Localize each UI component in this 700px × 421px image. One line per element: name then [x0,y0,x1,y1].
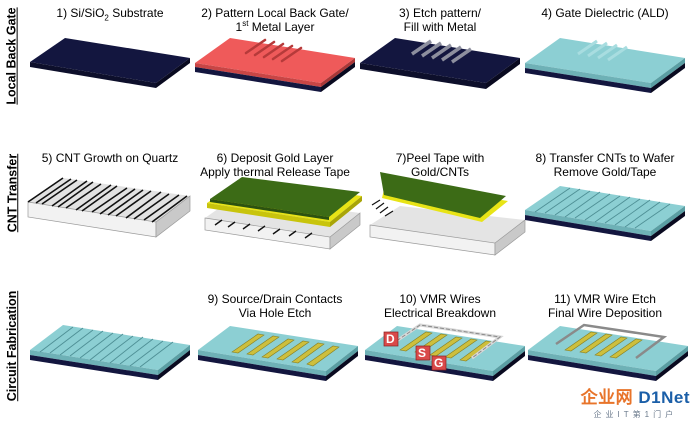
step-caption-3: 3) Etch pattern/Fill with Metal [355,6,525,34]
terminal-s-badge [415,345,431,361]
slab-source-drain [198,326,358,381]
step-caption-line: 6) Deposit Gold Layer [216,151,334,165]
step-caption-line: Apply thermal Release Tape [200,165,350,179]
step-caption-5: 5) CNT Growth on Quartz [25,151,195,165]
step-caption-2: 2) Pattern Local Back Gate/1st Metal Lay… [190,6,360,34]
terminal-label-d: D [386,332,395,346]
step-caption-line: Remove Gold/Tape [553,165,657,179]
step-caption-line: 10) VMR Wires [399,292,481,306]
slab-back-gate-pattern [195,38,355,92]
slab-peel-tape [369,172,526,256]
slab-cnt-quartz [27,177,191,238]
step-caption-line: Final Wire Deposition [547,306,663,320]
slab-circuit-wafer [30,325,190,380]
step-caption-line: 4) Gate Dielectric (ALD) [541,6,669,20]
terminal-g-badge [431,355,447,371]
step-caption-line: Electrical Breakdown [383,306,497,320]
slab-gold-tape [204,177,362,250]
terminal-label-s: S [418,346,426,360]
terminal-label-g: G [434,356,443,370]
step-caption-line: Gold/CNTs [410,165,469,179]
watermark: 企业网 D1Net 企业IT第1门户 [580,388,690,419]
step-caption-line: 1) Si/SiO2 Substrate [56,6,164,23]
slab-cnt-on-wafer [525,186,685,241]
slab-gate-dielectric [525,38,685,93]
step-caption-line: 1st Metal Layer [235,19,315,35]
slab-si-substrate [30,38,190,88]
step-caption-line: 7)Peel Tape with [395,151,485,165]
step-caption-1: 1) Si/SiO2 Substrate [25,6,195,23]
step-caption-line: Via Hole Etch [238,306,312,320]
terminal-d-badge [383,331,399,347]
step-caption-4: 4) Gate Dielectric (ALD) [520,6,690,20]
slab-final-wire [528,323,688,381]
step-caption-line: Fill with Metal [403,20,477,34]
step-caption-line: 3) Etch pattern/ [398,6,482,20]
step-caption-line: 8) Transfer CNTs to Wafer [535,151,675,165]
slab-etch-fill-metal [360,38,520,89]
slab-vmr-wires [365,323,525,381]
step-caption-line: 5) CNT Growth on Quartz [41,151,179,165]
step-caption-line: 9) Source/Drain Contacts [207,292,343,306]
step-caption-line: 2) Pattern Local Back Gate/ [201,6,349,20]
step-caption-line: 11) VMR Wire Etch [554,292,656,306]
